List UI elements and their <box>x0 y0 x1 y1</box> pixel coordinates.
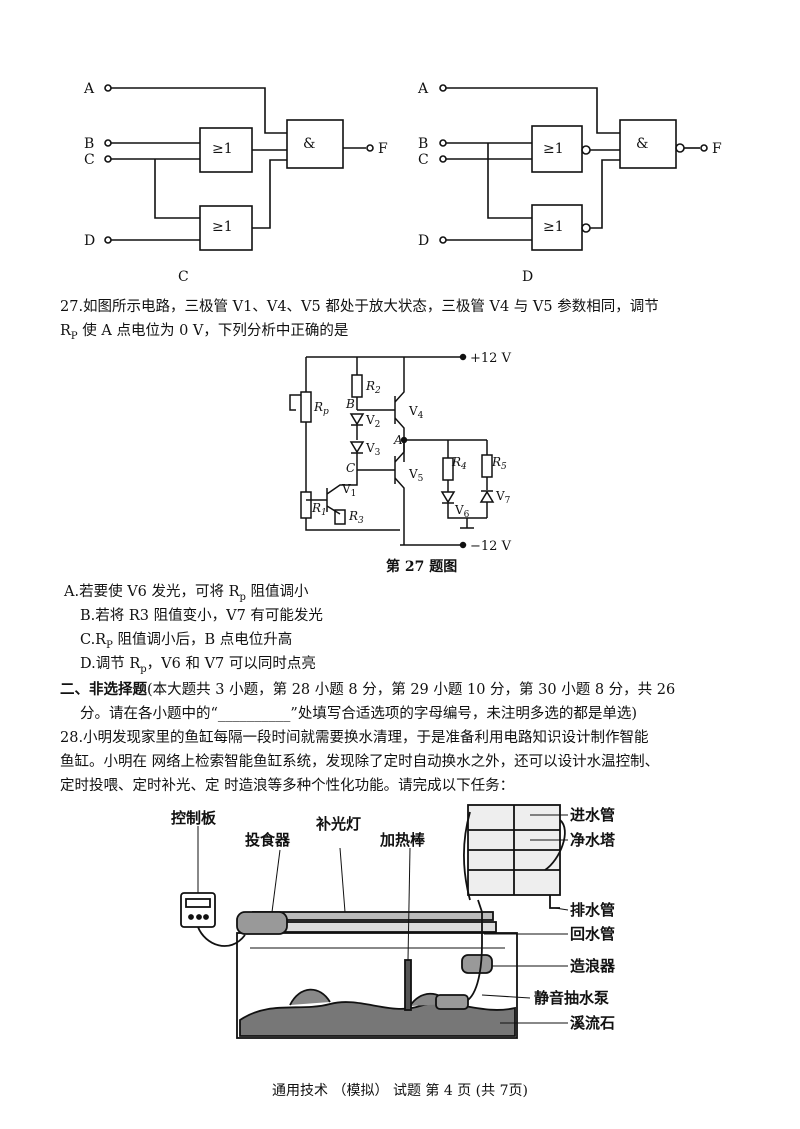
gate-c-input-b: B <box>84 136 94 152</box>
callout-light: 补光灯 <box>315 815 361 833</box>
section2-line2: 分。请在各小题中的“__________”处填写合适选项的字母编号，未注明多选的… <box>80 706 637 722</box>
q27-option-a: A.若要使 V6 发光，可将 Rp 阻值调小 <box>64 584 309 603</box>
circuit-vplus: +12 V <box>470 351 512 366</box>
gate-d-caption: D <box>522 269 533 285</box>
callout-wave: 造浪器 <box>570 957 616 975</box>
callout-inlet: 进水管 <box>570 806 615 824</box>
label-c: C <box>346 461 355 475</box>
callout-tower: 净水塔 <box>570 831 616 849</box>
label-a: A <box>393 433 403 447</box>
label-r1: R1 <box>311 501 327 518</box>
section2-line1: 二、非选择题(本大题共 3 小题，第 28 小题 8 分，第 29 小题 10 … <box>60 681 676 698</box>
label-r2: R2 <box>365 379 381 396</box>
callout-heater: 加热棒 <box>379 831 426 849</box>
callout-drain: 排水管 <box>570 901 615 919</box>
gate-c-and-label: & <box>303 136 315 152</box>
circuit-vminus: −12 V <box>470 539 512 554</box>
q27-stem-line2: RP 使 A 点电位为 0 V，下列分析中正确的是 <box>60 323 349 342</box>
callout-feeder: 投食器 <box>245 831 291 849</box>
logic-diagram-c: A B C D ≥1 ≥1 & F C <box>83 81 388 285</box>
label-r3: R3 <box>348 509 364 526</box>
label-v5: V5 <box>408 467 424 484</box>
q27-stem-line1: 27.如图所示电路，三极管 V1、V4、V5 都处于放大状态，三极管 V4 与 … <box>60 299 659 315</box>
q28-line2: 鱼缸。小明在 网络上检索智能鱼缸系统，发现除了定时自动换水之外，还可以设计水温控… <box>60 754 660 770</box>
gate-c-output: F <box>378 141 388 157</box>
callout-control: 控制板 <box>171 809 217 827</box>
gate-d-input-a: A <box>417 81 429 97</box>
label-v6: V6 <box>454 503 470 520</box>
label-v1: V1 <box>341 482 356 499</box>
label-rp: Rp <box>313 400 329 417</box>
gate-c-input-c: C <box>84 152 95 168</box>
gate-c-caption: C <box>178 269 189 285</box>
callout-return: 回水管 <box>570 925 615 943</box>
gate-d-and-label: & <box>636 136 648 152</box>
gate-d-input-b: B <box>418 136 428 152</box>
label-b: B <box>345 397 355 411</box>
label-v4: V4 <box>408 404 424 421</box>
gate-c-input-a: A <box>83 81 95 97</box>
label-v2: V2 <box>365 413 380 430</box>
gate-c-input-d: D <box>84 233 95 249</box>
q28-line3: 定时投喂、定时补光、定 时造浪等多种个性化功能。请完成以下任务： <box>60 778 515 794</box>
callout-stone: 溪流石 <box>570 1014 615 1032</box>
gate-c-or2-label: ≥1 <box>212 219 233 235</box>
circuit-caption: 第 27 题图 <box>386 558 457 575</box>
logic-diagram-d: A B C D ≥1 ≥1 & F D <box>417 81 722 285</box>
callout-pump: 静音抽水泵 <box>534 989 609 1007</box>
gate-d-or1-label: ≥1 <box>543 141 564 157</box>
q27-option-d: D.调节 Rp，V6 和 V7 可以同时点亮 <box>80 656 316 675</box>
q27-circuit: +12 V −12 V Rp R2 B V2 V3 V4 A C V1 V5 R… <box>289 351 512 575</box>
gate-d-output: F <box>712 141 722 157</box>
gate-d-input-c: C <box>418 152 429 168</box>
label-r4: R4 <box>451 455 467 472</box>
label-v7: V7 <box>495 489 511 506</box>
q27-option-c: C.RP 阻值调小后，B 点电位升高 <box>80 632 293 651</box>
page-footer: 通用技术 （模拟） 试题 第 4 页 (共 7页) <box>272 1083 528 1099</box>
label-r5: R5 <box>491 455 507 472</box>
gate-d-or2-label: ≥1 <box>543 219 564 235</box>
q28-line1: 28.小明发现家里的鱼缸每隔一段时间就需要换水清理，于是准备利用电路知识设计制作… <box>60 730 649 746</box>
label-v3: V3 <box>365 441 381 458</box>
gate-c-or1-label: ≥1 <box>212 141 233 157</box>
gate-d-input-d: D <box>418 233 429 249</box>
q27-option-b: B.若将 R3 阻值变小，V7 有可能发光 <box>80 608 323 624</box>
